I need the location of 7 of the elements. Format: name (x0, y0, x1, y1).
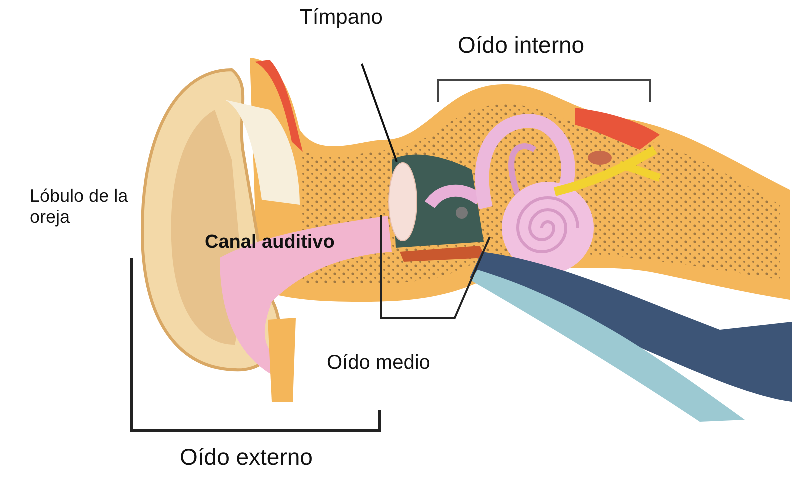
leader-line (361, 64, 398, 162)
part-label: Tímpano (300, 6, 384, 30)
section-label: Oído interno (458, 32, 586, 58)
section-label: Oído medio (327, 352, 432, 375)
section-label: Oído externo (180, 444, 314, 470)
part-label: Canal auditivo (205, 232, 336, 254)
part-label: Lóbulo de la oreja (30, 186, 130, 228)
